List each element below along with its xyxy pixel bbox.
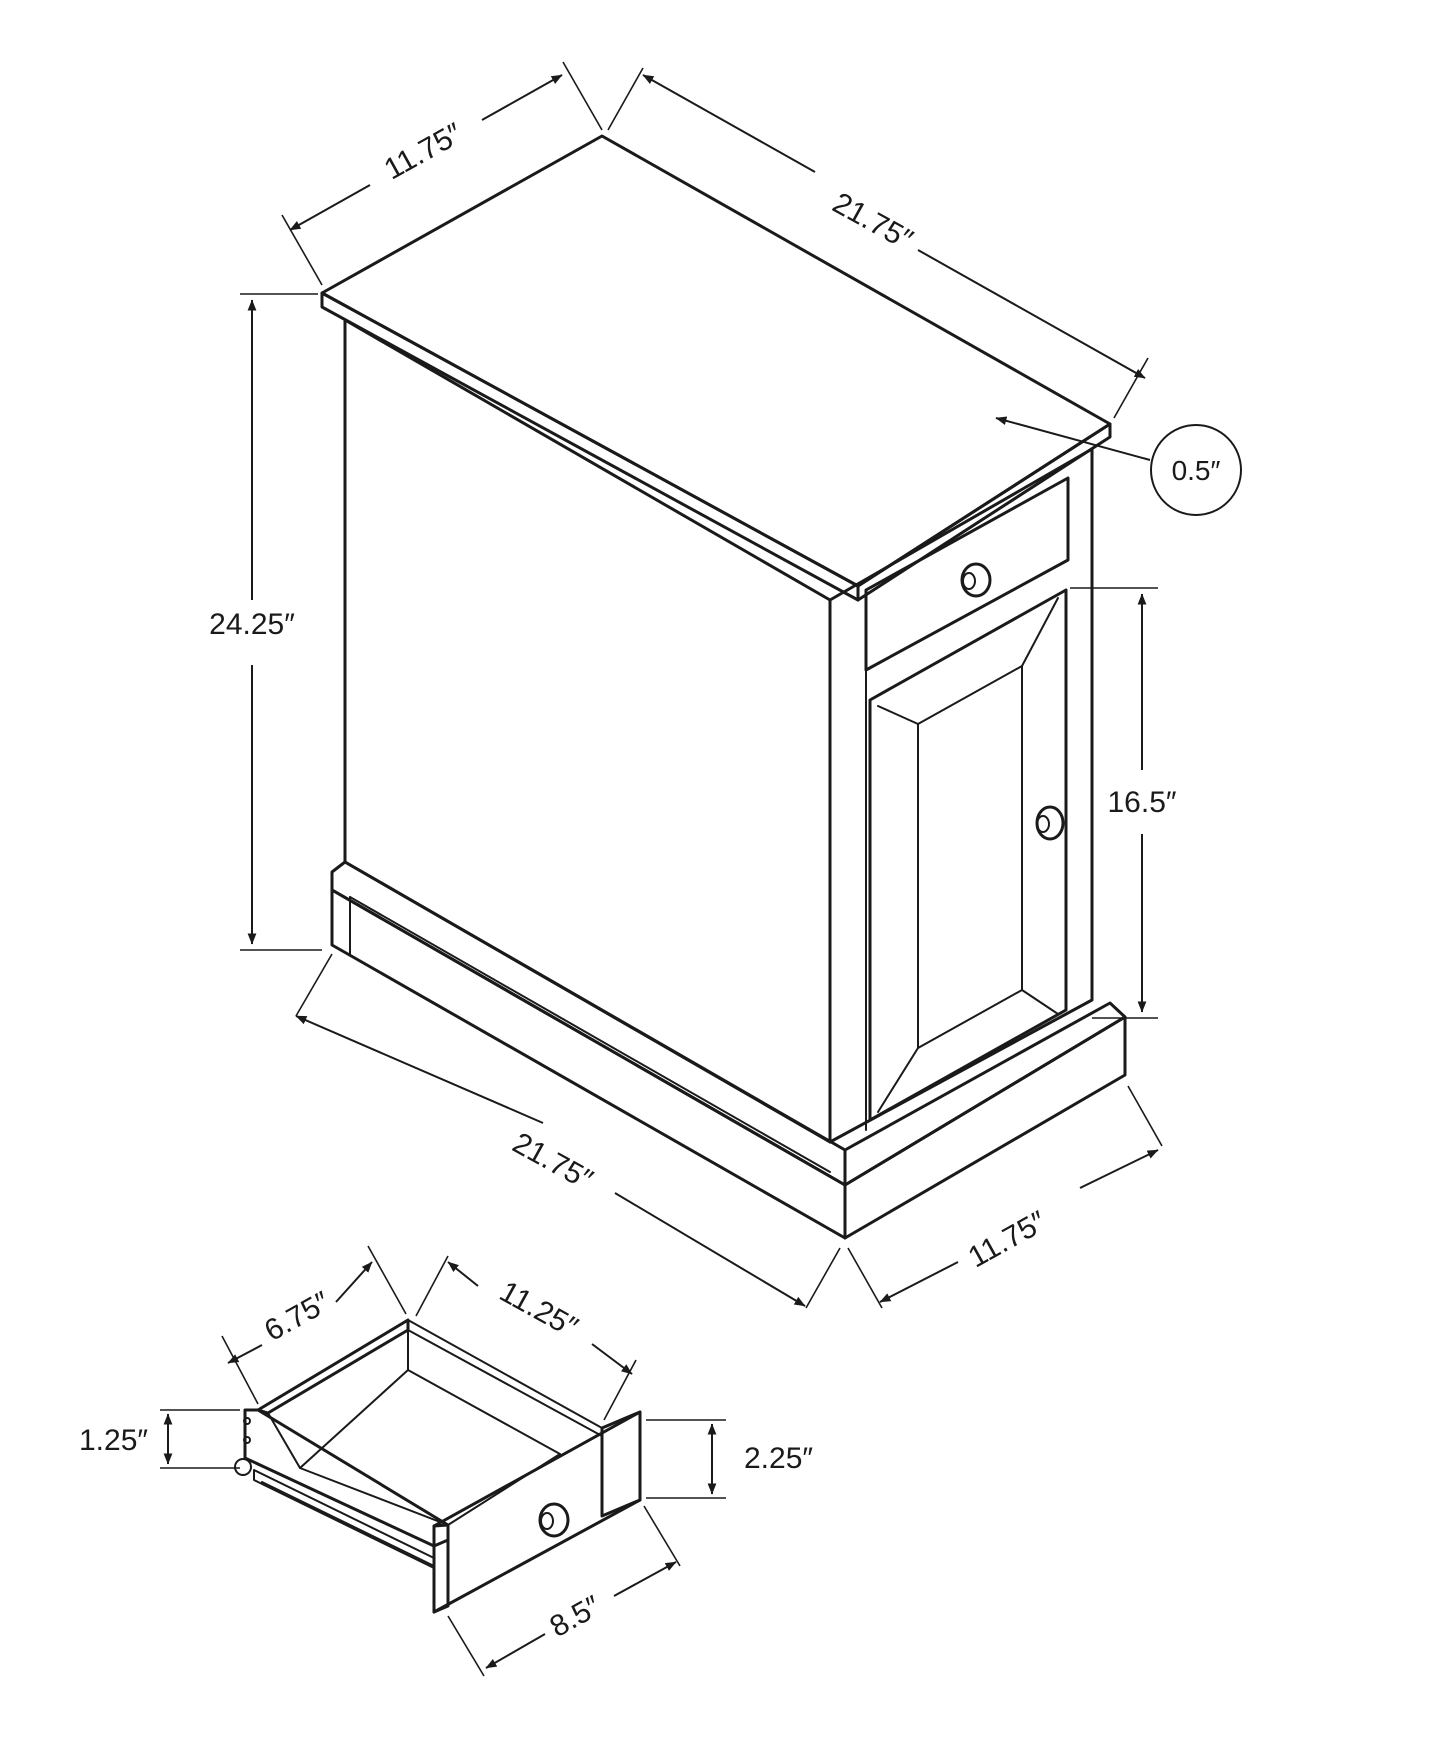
label-drawer-inner-depth: 6.75″ bbox=[259, 1285, 336, 1348]
drawer-back-wall bbox=[407, 1319, 603, 1437]
drawer-dimensions: 6.75″ 11.25″ 1.25″ 2.25″ 8.5″ bbox=[79, 1245, 813, 1677]
label-base-depth: 11.75″ bbox=[963, 1205, 1052, 1275]
door-raised-panel bbox=[917, 665, 1023, 1049]
slide-wheel-icon bbox=[234, 1458, 252, 1476]
label-height: 24.25″ bbox=[209, 608, 295, 641]
drawer-front-knob-icon bbox=[538, 1502, 570, 1538]
label-drawer-front-width: 8.5″ bbox=[545, 1589, 607, 1643]
label-drawer-inner-height: 1.25″ bbox=[79, 1424, 148, 1457]
base-plinth-front bbox=[843, 1015, 1127, 1240]
label-top-width: 21.75″ bbox=[827, 186, 918, 257]
label-top-depth: 11.75″ bbox=[379, 117, 468, 187]
label-drawer-front-height: 2.25″ bbox=[744, 1442, 813, 1475]
door-knob-icon bbox=[1035, 805, 1065, 841]
drawer-right-side bbox=[600, 1410, 642, 1518]
cabinet-top-edge-side bbox=[320, 291, 860, 602]
drawer-drawing bbox=[234, 1318, 642, 1614]
cabinet-drawer-front bbox=[864, 476, 1070, 672]
drawer-knob-icon bbox=[960, 562, 992, 598]
drawer-front-edge bbox=[432, 1523, 450, 1614]
cabinet-front-panel bbox=[828, 447, 1094, 1144]
label-door-height: 16.5″ bbox=[1107, 786, 1176, 819]
cabinet-drawing bbox=[320, 134, 1127, 1240]
label-top-thickness: 0.5″ bbox=[1172, 455, 1221, 486]
callout-circle bbox=[1150, 424, 1242, 516]
cabinet-dimensions: 11.75″ 21.75″ 24.25″ 0.5″ 16.5″ 21.75″ bbox=[209, 61, 1242, 1309]
cabinet-side-panel bbox=[343, 318, 832, 1144]
drawer-inner-floor bbox=[299, 1369, 561, 1526]
cabinet-top-surface bbox=[320, 134, 1112, 588]
label-drawer-inner-width: 11.25″ bbox=[494, 1275, 583, 1345]
cabinet-door bbox=[868, 588, 1068, 1122]
label-base-width: 21.75″ bbox=[507, 1126, 598, 1197]
